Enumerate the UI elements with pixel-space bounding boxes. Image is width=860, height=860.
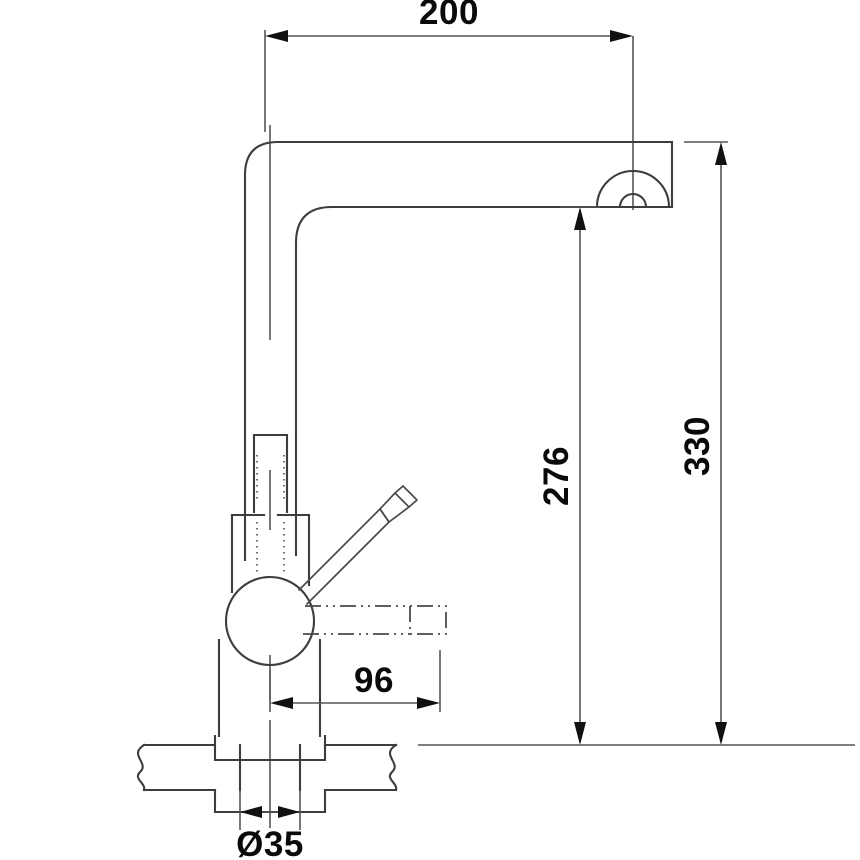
dim-d35-arrow-right: [278, 806, 300, 818]
dim-200-arrow-right: [610, 30, 633, 42]
lever-stem-lower: [306, 521, 390, 605]
dim-330-arrow-top: [715, 142, 727, 165]
dim-276-label: 276: [537, 446, 576, 506]
dim-200-arrow-left: [265, 30, 288, 42]
dimension-spout-reach: 200: [264, 0, 633, 132]
lever-grip-cap: [394, 485, 418, 508]
dimension-overall-height: 330: [418, 141, 855, 746]
center-lines: [269, 36, 634, 828]
aerator-inner-arc: [618, 192, 648, 209]
dim-276-arrow-top: [574, 207, 586, 230]
aerator-dome: [595, 170, 671, 209]
column: [230, 433, 311, 594]
dimension-base-diameter: Ø35: [236, 806, 304, 860]
lever-phantom-grip: [409, 605, 447, 635]
lever-handle-phantom: [303, 605, 447, 635]
cartridge-sleeve-rect: [252, 433, 289, 514]
lever-grip-face: [379, 492, 410, 523]
countertop-edges: [142, 743, 398, 792]
dim-d35-label: Ø35: [236, 825, 304, 860]
countertop-break-left: [136, 743, 146, 792]
lever-stem-upper: [298, 508, 381, 591]
dim-330-label: 330: [678, 416, 717, 476]
dim-276-arrow-bottom: [574, 722, 586, 745]
cartridge-body: [224, 575, 316, 667]
dim-96-arrow-left: [270, 697, 293, 709]
lever-grip-seam: [379, 508, 390, 523]
dim-96-arrow-right: [417, 697, 440, 709]
base-assembly: [136, 638, 398, 830]
dim-330-arrow-bottom: [715, 722, 727, 745]
dimension-handle-clearance: 96: [269, 650, 441, 712]
dim-200-label: 200: [419, 0, 479, 32]
countertop-break-right: [388, 743, 398, 792]
spout-outer-profile: [243, 140, 674, 562]
aerator: [595, 170, 671, 209]
lever-handle: [298, 485, 418, 605]
spout-arm: [243, 140, 674, 562]
mixer-sleeve-walls: [230, 513, 311, 594]
spout-inner-profile: [294, 205, 674, 557]
base-flange: [213, 734, 327, 762]
dim-96-label: 96: [354, 661, 394, 700]
dimension-spout-height: 276: [537, 206, 600, 745]
cartridge-body-circle: [224, 575, 316, 667]
dim-d35-arrow-left: [240, 806, 262, 818]
